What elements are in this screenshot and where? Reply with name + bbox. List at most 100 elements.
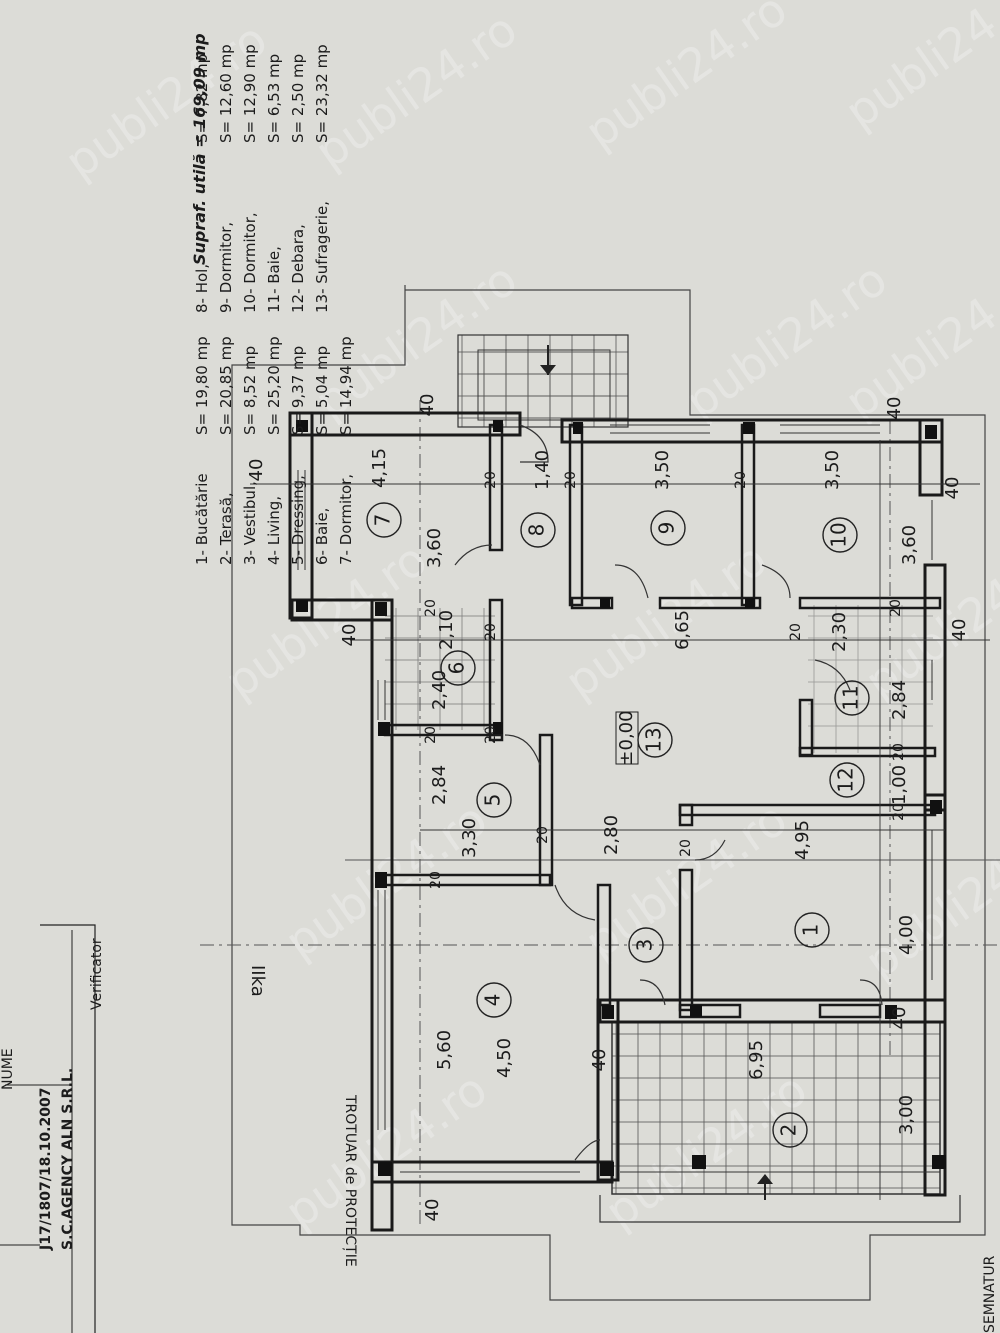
exterior-walls <box>288 411 947 1232</box>
svg-text:2: 2 <box>777 1124 801 1137</box>
dimension-d-140: 1,40 <box>532 450 553 490</box>
wall-thickness-label: 20 <box>423 599 439 617</box>
stamp-signature: SEMNATUR <box>982 1256 998 1333</box>
room-2-marker: 2 <box>772 1112 808 1148</box>
wall-thickness-label: 20 <box>888 599 904 617</box>
company-name: S.C.AGENCY ALN S.R.L. <box>60 1067 76 1250</box>
wall-thickness-label: 20 <box>788 623 804 641</box>
dimension-d-495: 4,95 <box>792 820 813 860</box>
wall-thickness-label: 40 <box>589 1049 610 1072</box>
dimension-d-450: 4,50 <box>494 1038 515 1078</box>
dimension-d-284b: 2,84 <box>429 765 450 805</box>
room-11-marker: 11 <box>834 680 870 716</box>
axis-lines <box>200 400 1000 1225</box>
room-12-marker: 12 <box>829 762 865 798</box>
room-8-marker: 8 <box>520 512 556 548</box>
signature-label: SEMNATUR <box>982 1255 998 1333</box>
dimension-d-665: 6,65 <box>672 610 693 650</box>
dimension-d-400: 4,00 <box>896 915 917 955</box>
entrance-arrow-head <box>540 365 556 375</box>
level-mark-box <box>615 711 639 765</box>
dimension-d-100: 1,00 <box>889 765 910 805</box>
wall-thickness-label: 40 <box>949 619 970 642</box>
windows <box>297 424 940 1173</box>
dimension-level: ±0,00 <box>616 710 637 765</box>
dimension-d-360a: 3,60 <box>424 528 445 568</box>
registration-number: J17/1807/18.10.2007 <box>38 1087 54 1250</box>
terrace-tiles <box>611 1021 941 1195</box>
terrace-step <box>599 1195 961 1223</box>
wall-thickness-label: 40 <box>942 477 963 500</box>
dimension-d-560: 5,60 <box>434 1030 455 1070</box>
svg-text:5: 5 <box>481 794 505 807</box>
sidewalk-outline <box>231 285 986 1301</box>
dimension-d-210: 2,10 <box>436 610 457 650</box>
dimension-d-240: 2,40 <box>429 670 450 710</box>
wall-thickness-label: 20 <box>678 839 694 857</box>
svg-text:3: 3 <box>633 939 657 952</box>
wall-thickness-label: 20 <box>535 826 551 844</box>
stamp-registration: J17/1807/18.10.2007 <box>38 1088 54 1250</box>
stamp-verifier: Verificator <box>89 938 105 1010</box>
entrance-porch-inner <box>477 349 611 421</box>
wall-thickness-label: 20 <box>891 743 907 761</box>
wall-thickness-label: 20 <box>428 871 444 889</box>
wall-thickness-label: 20 <box>483 471 499 489</box>
dimension-d-350a: 3,50 <box>652 450 673 490</box>
wall-thickness-label: 40 <box>339 624 360 647</box>
svg-text:9: 9 <box>655 522 679 535</box>
verifier-label: Verificator <box>89 938 105 1010</box>
wall-thickness-label: 40 <box>884 397 905 420</box>
room-5-marker: 5 <box>476 782 512 818</box>
svg-text:4: 4 <box>481 994 505 1007</box>
room-6-marker: 6 <box>440 650 476 686</box>
dimension-labels: 4,15 1,40 3,50 3,50 3,60 3,60 6,65 2,10 2,40 2,30… <box>246 394 970 1222</box>
bath-11-tiles <box>808 605 933 753</box>
room-9-marker: 9 <box>650 510 686 546</box>
svg-text:6: 6 <box>445 662 469 675</box>
name-label: NUME <box>0 1048 16 1090</box>
room-10-marker: 10 <box>822 517 858 553</box>
room-4-marker: 4 <box>476 982 512 1018</box>
dimension-lines <box>250 440 990 1200</box>
dimension-d-230: 2,30 <box>829 612 850 652</box>
structural-columns <box>296 420 946 1176</box>
axis-mark: IIka <box>247 965 268 997</box>
wall-thickness-label: 40 <box>246 459 267 482</box>
wall-thickness-label: 20 <box>483 726 499 744</box>
dimension-d-350b: 3,50 <box>822 450 843 490</box>
terrace-arrow-head <box>757 1174 773 1184</box>
dimension-d-284a: 2,84 <box>889 680 910 720</box>
wall-thickness-label: 20 <box>483 623 499 641</box>
dimension-d-330: 3,30 <box>459 818 480 858</box>
svg-text:10: 10 <box>827 522 851 547</box>
dimension-d-695: 6,95 <box>746 1040 767 1080</box>
stamp-company: S.C.AGENCY ALN S.R.L. <box>60 1068 76 1250</box>
door-swings <box>454 424 883 1161</box>
svg-text:13: 13 <box>642 727 666 752</box>
stamp-name: NUME <box>0 1048 16 1090</box>
svg-text:12: 12 <box>834 767 858 792</box>
svg-text:8: 8 <box>525 524 549 537</box>
svg-text:11: 11 <box>839 685 863 710</box>
svg-text:7: 7 <box>371 514 395 527</box>
room-3-marker: 3 <box>628 927 664 963</box>
wall-thickness-label: 40 <box>422 1199 443 1222</box>
dimension-d-415: 4,15 <box>369 448 390 488</box>
bath-6-tiles <box>385 608 495 730</box>
wall-thickness-label: 40 <box>417 394 438 417</box>
sidewalk-label: TROTUAR de PROTECȚIE <box>342 1094 358 1267</box>
room-7-marker: 7 <box>366 502 402 538</box>
wall-thickness-label: 20 <box>563 471 579 489</box>
dimension-d-360b: 3,60 <box>899 525 920 565</box>
wall-thickness-label: 40 <box>889 1007 910 1030</box>
dimension-d-300: 3,00 <box>896 1095 917 1135</box>
room-1-marker: 1 <box>794 912 830 948</box>
wall-thickness-label: 20 <box>423 726 439 744</box>
wall-thickness-label: 20 <box>733 471 749 489</box>
svg-text:1: 1 <box>799 924 823 937</box>
